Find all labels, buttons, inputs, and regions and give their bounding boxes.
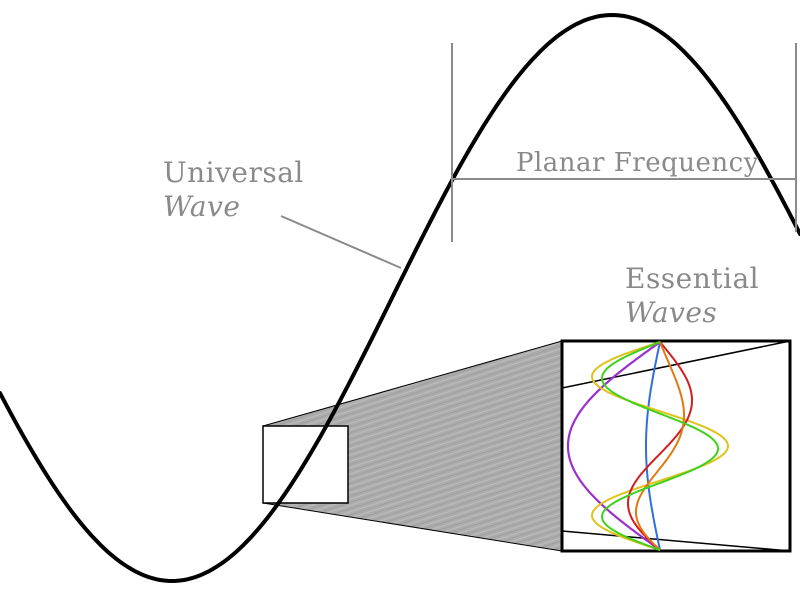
planar-frequency-bracket	[451, 43, 797, 242]
projection-edge-bottom	[262, 502, 563, 552]
perspective-line-bottom	[561, 530, 791, 552]
essential-waves-label: Essential Waves	[625, 262, 759, 330]
perspective-line-top	[561, 340, 791, 389]
essential-waves-label-line2: Waves	[625, 296, 718, 329]
essential-waves-label-line1: Essential	[625, 262, 760, 295]
essential-wave-curve	[566, 341, 661, 551]
essential-wave-curve	[600, 341, 719, 551]
essential-wave-curve	[635, 341, 685, 551]
universal-wave-pointer	[280, 215, 402, 269]
universal-wave-label: Universal Wave	[163, 156, 304, 224]
projection-edge-top	[262, 340, 563, 427]
planar-frequency-label: Planar Frequency	[516, 148, 759, 178]
essential-wave-curve	[645, 341, 661, 551]
essential-wave-curve	[627, 341, 693, 551]
essential-waves-group	[566, 341, 730, 551]
universal-wave-curve	[0, 12, 800, 584]
universal-wave-label-line2: Wave	[163, 190, 241, 223]
universal-wave-label-line1: Universal	[163, 156, 304, 189]
essential-wave-curve	[590, 341, 730, 551]
